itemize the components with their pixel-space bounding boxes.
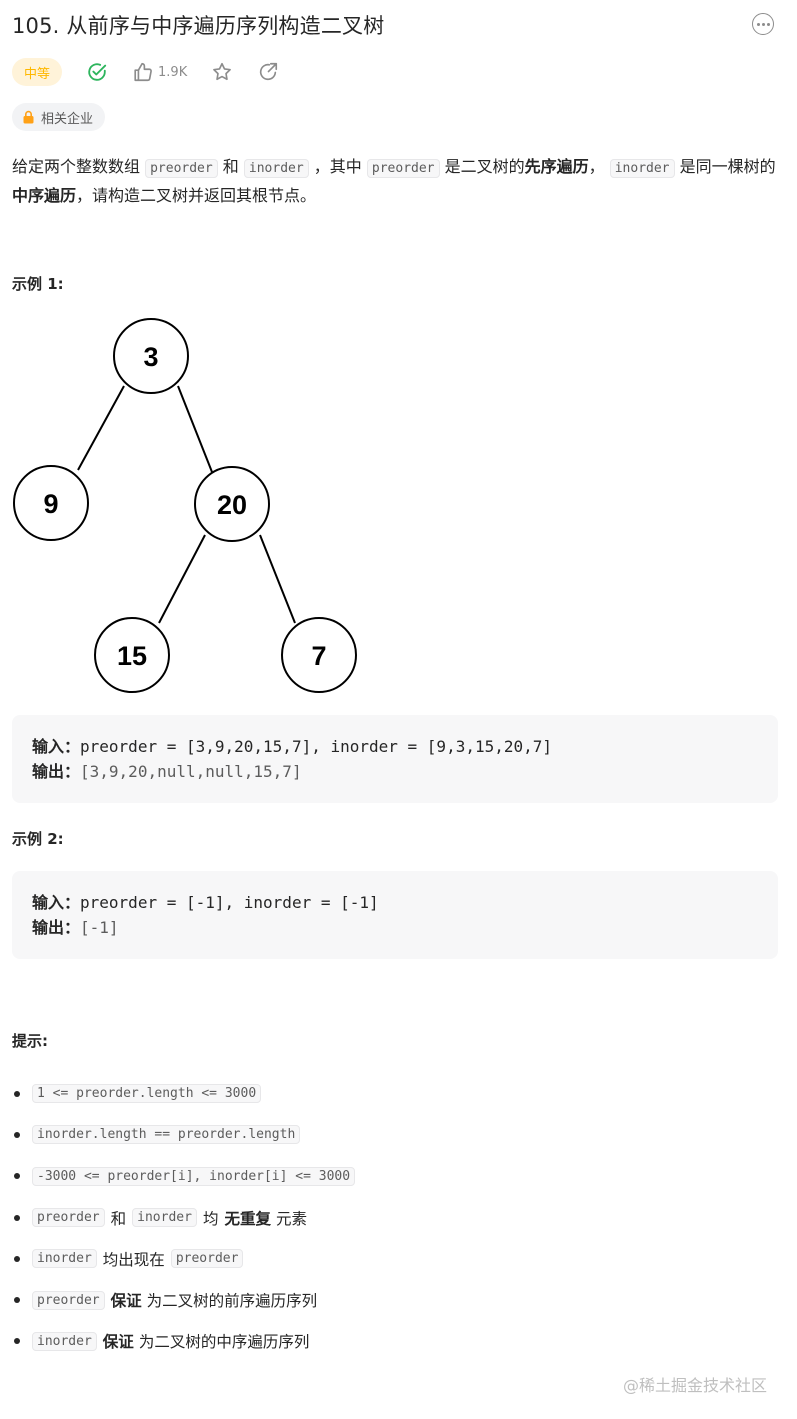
tree-node	[13, 465, 89, 541]
inline-code: preorder	[32, 1208, 105, 1228]
tree-edge	[177, 385, 213, 473]
related-companies-label: 相关企业	[41, 111, 94, 127]
inline-code: inorder	[132, 1208, 197, 1228]
problem-meta-row: 中等 1.9K	[12, 57, 279, 87]
list-item: -3000 <= preorder[i], inorder[i] <= 3000	[12, 1156, 361, 1197]
example-1-output: 输出：[3,9,20,null,null,15,7]	[32, 762, 302, 781]
example-1-input: 输入：preorder = [3,9,20,15,7], inorder = […	[32, 737, 553, 756]
star-icon	[213, 62, 232, 81]
binary-tree-diagram: 3 9 20 15 7	[13, 318, 357, 693]
inline-code: -3000 <= preorder[i], inorder[i] <= 3000	[32, 1166, 356, 1186]
tree-node-label: 7	[311, 641, 326, 671]
inline-code: inorder	[609, 159, 675, 178]
inline-code: preorder	[145, 159, 218, 178]
inline-code: inorder.length == preorder.length	[32, 1125, 301, 1145]
thumbs-up-icon	[134, 62, 152, 82]
share-icon	[260, 62, 278, 81]
tree-node-label: 15	[117, 641, 147, 671]
inline-code: 1 <= preorder.length <= 3000	[32, 1084, 262, 1104]
problem-description: 给定两个整数数组 preorder 和 inorder ，其中 preorder…	[12, 157, 776, 205]
inline-code: preorder	[366, 159, 440, 178]
inline-code: inorder	[243, 159, 309, 178]
like-count: 1.9K	[158, 64, 188, 80]
example-2-input: 输入：preorder = [-1], inorder = [-1]	[32, 893, 379, 912]
problem-title: 105. 从前序与中序遍历序列构造二叉树	[12, 14, 385, 38]
watermark: @稀土掘金技术社区	[623, 1376, 768, 1395]
tree-node-root	[113, 318, 189, 394]
constraints-list: 1 <= preorder.length <= 3000 inorder.len…	[12, 1073, 361, 1362]
example-2-label: 示例 2:	[12, 830, 64, 848]
example-1-code-block: 输入：preorder = [3,9,20,15,7], inorder = […	[12, 715, 778, 803]
example-2-output: 输出：[-1]	[32, 918, 119, 937]
example-1-label: 示例 1:	[12, 275, 64, 293]
difficulty-badge: 中等	[12, 58, 63, 86]
example-2-code-block: 输入：preorder = [-1], inorder = [-1] 输出：[-…	[12, 871, 778, 959]
tree-node-label: 9	[43, 489, 58, 519]
inline-code: preorder	[32, 1290, 105, 1310]
inline-code: inorder	[32, 1249, 97, 1269]
tree-node-label: 20	[217, 490, 247, 520]
lock-icon	[23, 110, 34, 124]
tree-node	[94, 617, 170, 693]
solved-status-button[interactable]	[86, 61, 108, 83]
tree-node-label: 3	[143, 342, 158, 372]
inline-code: inorder	[32, 1331, 97, 1351]
hints-label: 提示:	[12, 1032, 48, 1050]
tree-edge	[158, 534, 206, 624]
list-item: inorder.length == preorder.length	[12, 1114, 361, 1155]
check-circle-icon	[88, 63, 107, 81]
like-button[interactable]: 1.9K	[132, 61, 187, 83]
more-options-button[interactable]	[752, 13, 774, 35]
tree-edge	[259, 534, 296, 624]
favorite-button[interactable]	[211, 61, 233, 83]
related-companies-tag[interactable]: 相关企业	[12, 103, 106, 131]
inline-code: preorder	[170, 1249, 244, 1269]
list-item: 1 <= preorder.length <= 3000	[12, 1073, 361, 1114]
share-button[interactable]	[257, 61, 279, 83]
tree-node	[281, 617, 357, 693]
tree-edge	[77, 385, 125, 471]
more-dots-icon	[756, 22, 760, 26]
tree-node	[194, 466, 270, 542]
